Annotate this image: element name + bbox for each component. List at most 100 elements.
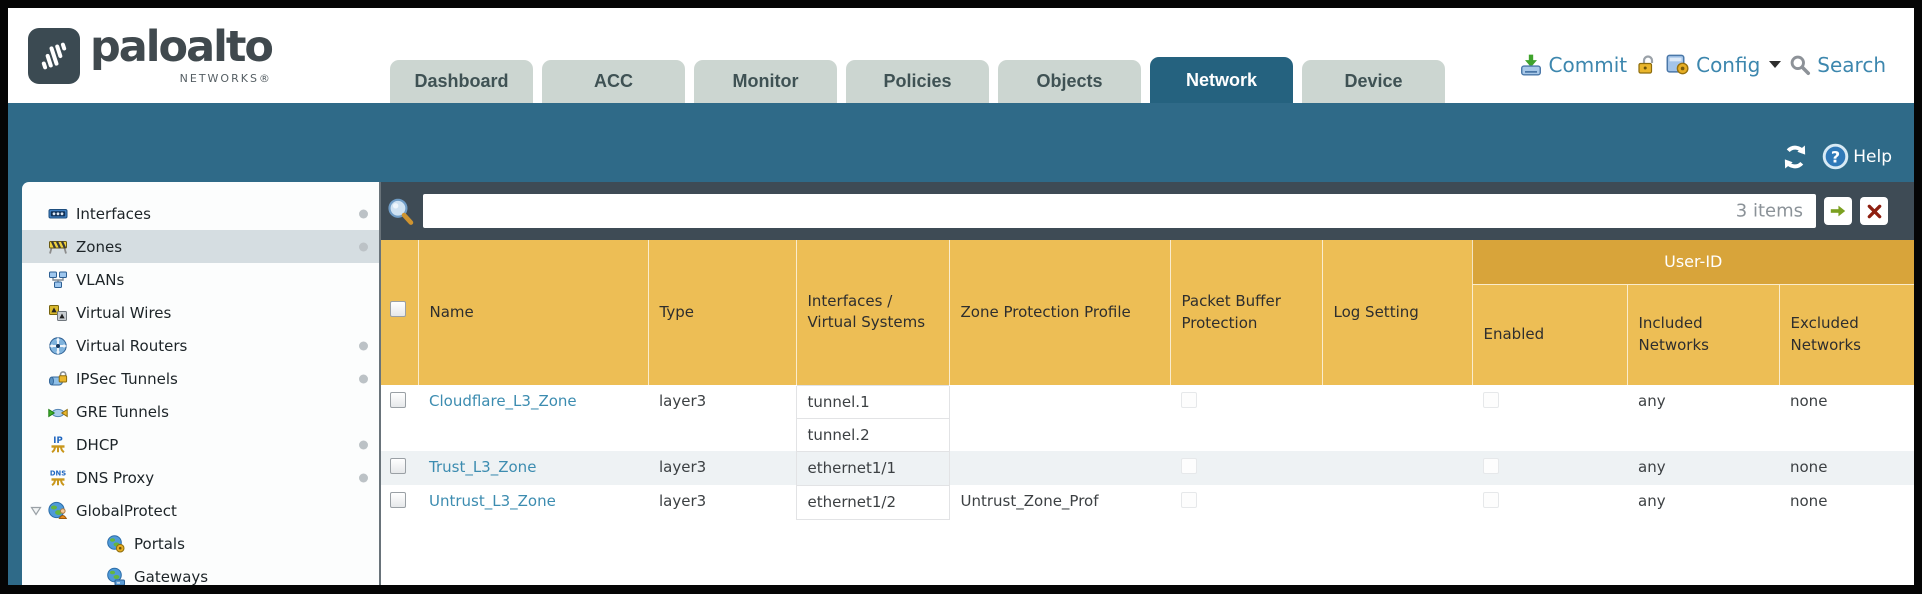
sidebar-item-zones[interactable]: Zones	[22, 230, 379, 263]
lock-icon	[1638, 54, 1654, 74]
tab-dashboard[interactable]: Dashboard	[390, 60, 533, 103]
commit-button[interactable]: Commit	[1519, 52, 1628, 77]
enabled-checkbox	[1483, 458, 1499, 474]
config-menu-button[interactable]: Config	[1665, 52, 1782, 77]
cell-zone-protection	[949, 451, 1170, 485]
zone-name-link[interactable]: Trust_L3_Zone	[429, 458, 537, 476]
row-checkbox[interactable]	[390, 458, 406, 474]
commit-label: Commit	[1548, 52, 1628, 77]
virtual-wires-icon	[49, 304, 67, 321]
zone-name-link[interactable]: Untrust_L3_Zone	[429, 492, 556, 510]
search-label: Search	[1817, 52, 1886, 77]
cell-interface: tunnel.2	[795, 417, 950, 452]
sidebar-item-ipsec-tunnels[interactable]: IPSec Tunnels	[22, 362, 379, 395]
app-window: paloalto NETWORKS® Dashboard ACC Monitor…	[8, 8, 1914, 585]
cell-enabled	[1472, 385, 1627, 451]
filter-input-wrap: 3 items	[423, 194, 1816, 228]
sidebar-item-dhcp[interactable]: IP DHCP	[22, 428, 379, 461]
sidebar-item-label: Gateways	[134, 567, 209, 586]
cell-type: layer3	[659, 392, 707, 410]
brand-subtitle: NETWORKS®	[179, 72, 272, 85]
cell-packet-buffer	[1170, 485, 1322, 519]
help-icon: ?	[1822, 143, 1849, 170]
help-button[interactable]: ? Help	[1822, 143, 1892, 170]
cell-enabled	[1472, 485, 1627, 519]
dns-proxy-icon: DNS	[50, 469, 66, 486]
col-header-packet-buffer[interactable]: Packet Buffer Protection	[1169, 240, 1322, 385]
col-header-excluded[interactable]: Excluded Networks	[1778, 283, 1914, 385]
sidebar-item-globalprotect[interactable]: GlobalProtect	[22, 494, 379, 527]
cell-zone-protection: Untrust_Zone_Prof	[960, 492, 1099, 510]
cell-included-networks: any	[1638, 392, 1666, 410]
cell-packet-buffer	[1170, 385, 1322, 451]
row-checkbox[interactable]	[390, 392, 406, 408]
sidebar-item-label: Portals	[134, 534, 185, 553]
chevron-down-icon	[1769, 61, 1782, 68]
sidebar-item-label: Virtual Routers	[76, 336, 188, 355]
expander-triangle-icon[interactable]	[30, 505, 42, 517]
sidebar-item-gateways[interactable]: Gateways	[22, 560, 379, 585]
content-area: Interfaces Zones	[8, 182, 1914, 585]
filter-input[interactable]	[423, 194, 1816, 228]
col-header-log-setting[interactable]: Log Setting	[1321, 240, 1472, 385]
sidebar-item-label: GRE Tunnels	[76, 402, 169, 421]
select-all-header	[381, 240, 418, 385]
cell-name: Trust_L3_Zone	[418, 451, 648, 485]
status-dot	[359, 473, 368, 482]
clear-filter-button[interactable]	[1860, 197, 1888, 225]
sidebar-item-vlans[interactable]: VLANs	[22, 263, 379, 296]
table-row: Trust_L3_Zone layer3 ethernet1/1 any non…	[381, 450, 1914, 486]
cell-included-networks: any	[1638, 492, 1666, 510]
sidebar-item-interfaces[interactable]: Interfaces	[22, 197, 379, 230]
search-button[interactable]: Search	[1789, 53, 1886, 77]
cell-excluded-networks: none	[1790, 492, 1828, 510]
tab-network[interactable]: Network	[1150, 57, 1293, 103]
svg-text:DNS: DNS	[50, 469, 66, 477]
col-header-name[interactable]: Name	[417, 240, 648, 385]
cell-excluded-networks: none	[1779, 451, 1914, 485]
sidebar-item-virtual-wires[interactable]: Virtual Wires	[22, 296, 379, 329]
col-header-type[interactable]: Type	[647, 240, 796, 385]
col-header-interfaces[interactable]: Interfaces / Virtual Systems	[795, 240, 949, 385]
interfaces-icon	[48, 208, 68, 218]
left-gutter	[8, 182, 22, 585]
row-select-cell	[381, 385, 418, 451]
filter-search-icon	[388, 198, 414, 225]
packet-buffer-checkbox	[1181, 492, 1197, 508]
apply-filter-button[interactable]	[1824, 197, 1852, 225]
tab-device[interactable]: Device	[1302, 60, 1445, 103]
tab-policies[interactable]: Policies	[846, 60, 989, 103]
tab-acc[interactable]: ACC	[542, 60, 685, 103]
items-count: 3 items	[1735, 200, 1803, 222]
banner-actions: ? Help	[1782, 143, 1892, 170]
svg-text:IP: IP	[53, 436, 62, 446]
enabled-checkbox	[1483, 492, 1499, 508]
sidebar-item-portals[interactable]: Portals	[22, 527, 379, 560]
virtual-routers-icon	[49, 336, 67, 355]
col-header-enabled[interactable]: Enabled	[1471, 283, 1627, 385]
sidebar-item-label: Zones	[76, 237, 123, 256]
globalprotect-icon	[48, 501, 68, 519]
cell-interface: ethernet1/2	[795, 484, 950, 520]
packet-buffer-checkbox	[1181, 458, 1197, 474]
col-header-included[interactable]: Included Networks	[1626, 283, 1779, 385]
tab-monitor[interactable]: Monitor	[694, 60, 837, 103]
cell-log-setting	[1322, 451, 1472, 485]
lock-button[interactable]	[1635, 54, 1657, 76]
refresh-icon[interactable]	[1782, 144, 1808, 170]
select-all-checkbox[interactable]	[390, 301, 406, 318]
tab-objects[interactable]: Objects	[998, 60, 1141, 103]
cell-interface: ethernet1/1	[795, 450, 950, 486]
green-arrow-icon	[1830, 205, 1846, 217]
col-header-zone-protection[interactable]: Zone Protection Profile	[948, 240, 1170, 385]
sidebar-item-gre-tunnels[interactable]: GRE Tunnels	[22, 395, 379, 428]
zone-name-link[interactable]: Cloudflare_L3_Zone	[429, 392, 577, 410]
sidebar-item-dns-proxy[interactable]: DNS DNS Proxy	[22, 461, 379, 494]
user-id-group-header: User-ID	[1471, 240, 1914, 284]
sidebar-item-label: VLANs	[76, 270, 125, 289]
sidebar-item-virtual-routers[interactable]: Virtual Routers	[22, 329, 379, 362]
header-actions: Commit Config	[1519, 8, 1914, 103]
zones-table: Name Type Interfaces / Virtual Systems Z…	[381, 240, 1914, 520]
zones-icon	[49, 240, 67, 254]
row-checkbox[interactable]	[390, 492, 406, 508]
